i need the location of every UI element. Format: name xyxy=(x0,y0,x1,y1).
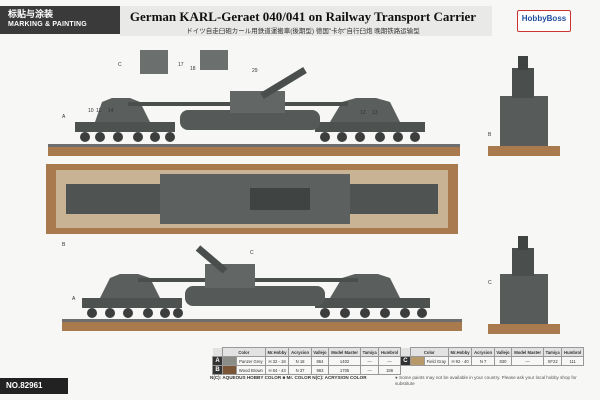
callout-14: 14 xyxy=(108,108,114,114)
carrier-front xyxy=(75,122,175,132)
vehicle-drawings: A C 29 17 18 14 11 10 12 13 B A C B C xyxy=(46,50,560,334)
callout-11: 11 xyxy=(96,108,101,114)
callout-c-bottom: C xyxy=(250,250,254,256)
tag-cn: 标贴与涂装 xyxy=(8,9,54,19)
callout-13: 13 xyxy=(372,110,378,116)
front-view-top xyxy=(488,56,560,156)
hdr-vallejo: Vallejo xyxy=(310,347,330,357)
side-view-top xyxy=(48,50,460,156)
callout-b-front: B xyxy=(488,132,492,138)
header-band xyxy=(120,6,492,36)
plan-view xyxy=(46,164,458,234)
karl-hull-top xyxy=(180,110,320,130)
mortar-barrel-bottom xyxy=(195,245,228,274)
gantry-front xyxy=(95,98,150,122)
hdr-humbrol: Humbrol xyxy=(378,347,401,357)
detail-inset-1 xyxy=(140,50,168,74)
hdr-acrysion: Acrysion xyxy=(288,347,312,357)
hdr-tamiya: Tamiya xyxy=(359,347,380,357)
carrier-rear xyxy=(315,122,425,132)
paint-color-table: Color Mr.Hobby Acrysion Vallejo Model Ma… xyxy=(212,347,584,383)
availability-note: ● Some paints may not be available in yo… xyxy=(395,375,577,386)
rail-bottom xyxy=(62,319,462,322)
hdr-mrhobby: Mr.Hobby xyxy=(264,347,290,357)
callout-12: 12 xyxy=(360,110,366,116)
karl-cradle-top xyxy=(230,91,285,113)
product-code: NO.82961 xyxy=(0,378,68,394)
callout-10: 10 xyxy=(88,108,94,114)
brand-logo-text: HobbyBoss xyxy=(521,14,567,23)
page-title: German KARL-Geraet 040/041 on Railway Tr… xyxy=(129,9,477,24)
callout-c-front: C xyxy=(488,280,492,286)
color-row-b: B Wood Brown H 84 - 43 N 37 983 1705 — 1… xyxy=(212,365,584,375)
hdr-model-master: Model Master xyxy=(328,347,361,357)
swatch-b xyxy=(222,365,237,375)
callout-a-bottom: A xyxy=(72,296,76,302)
tag-en: MARKING & PAINTING xyxy=(8,21,87,28)
detail-inset-2 xyxy=(200,50,228,70)
callout-c-top: C xyxy=(118,62,122,68)
paint-type-legend: N(C): AQUEOUS HOBBY COLOR ■ Mr. COLOR N(… xyxy=(210,375,367,380)
front-view-bottom xyxy=(488,236,560,334)
color-row-a: A Panzer Grey H 32 - 18 N 18 864 1402 — … xyxy=(212,356,584,366)
brand-logo xyxy=(517,10,571,32)
hdr-color: Color xyxy=(222,347,266,357)
rail-top xyxy=(48,144,460,147)
callout-b-mid: B xyxy=(62,242,66,248)
mortar-barrel-top xyxy=(260,67,307,99)
plan-turret xyxy=(250,188,310,210)
marking-painting-tag: 标贴与涂装 MARKING & PAINTING xyxy=(0,6,120,34)
swatch-c xyxy=(409,356,425,366)
side-view-bottom xyxy=(62,245,462,331)
callout-29: 29 xyxy=(252,68,258,74)
callout-17: 17 xyxy=(178,62,184,68)
wood-base-bottom xyxy=(62,321,462,331)
wood-base-top xyxy=(48,146,460,156)
karl-hull-bottom xyxy=(185,286,325,306)
swatch-a xyxy=(222,356,237,366)
callout-18: 18 xyxy=(190,66,196,72)
callout-a-top: A xyxy=(62,114,66,120)
page-subtitle: ドイツ自走臼砲カール用鉄道運搬車(後期型) 德国"卡尔"自行臼炮 晚期铁路运输型 xyxy=(186,28,420,35)
